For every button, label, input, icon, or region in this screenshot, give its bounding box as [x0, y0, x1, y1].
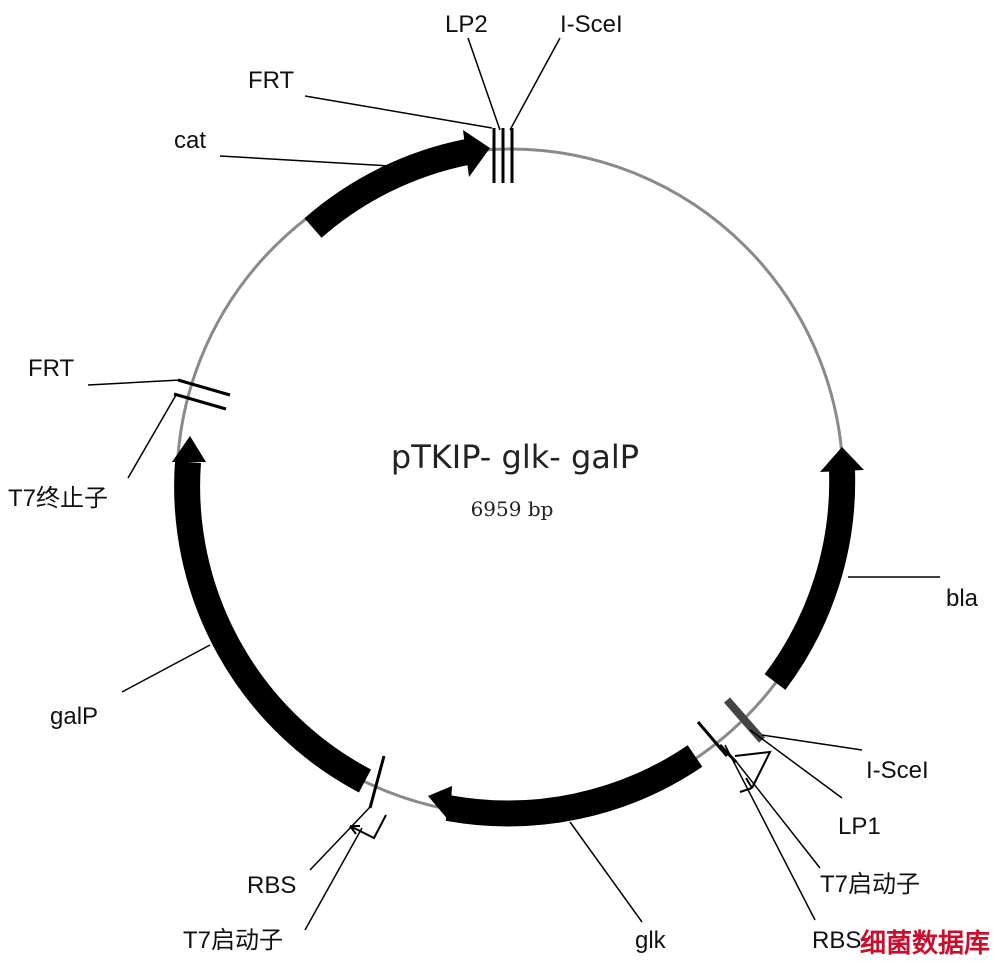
label-t7-promoter-right: T7启动子 [820, 871, 920, 898]
cat-arrowhead [463, 130, 490, 177]
label-rbs-left: RBS [247, 872, 296, 899]
bottom-left-site-markers [349, 755, 387, 840]
bla-gene [764, 469, 856, 690]
label-iscei-top: I-SceI [560, 11, 623, 38]
plasmid-name: pTKIP- glk- galP [391, 438, 639, 476]
galp-gene [174, 461, 372, 793]
label-frt-left: FRT [28, 355, 75, 382]
glk-gene [445, 745, 703, 827]
galp-arrowhead [172, 436, 206, 462]
label-t7-promoter-left: T7启动子 [183, 927, 283, 954]
top-site-markers [492, 128, 514, 183]
label-bla: bla [946, 585, 979, 612]
label-rbs-right: RBS [812, 927, 861, 954]
label-lp1: LP1 [838, 813, 881, 840]
label-frt-top: FRT [248, 67, 295, 94]
left-site-markers [173, 378, 231, 411]
plasmid-size: 6959 bp [471, 497, 554, 521]
label-galp: galP [50, 703, 98, 730]
label-glk: glk [635, 927, 667, 954]
t7-promoter-left-symbol [349, 814, 387, 840]
t7-promoter-right-symbol [734, 750, 772, 789]
glk-arrowhead [428, 786, 452, 822]
leader-lines [87, 37, 940, 931]
bla-arrowhead [820, 447, 864, 472]
right-site-markers [696, 697, 772, 793]
label-lp2: LP2 [445, 11, 488, 38]
label-t7-terminator: T7终止子 [8, 485, 108, 512]
cat-gene [304, 139, 470, 238]
label-iscei-right: I-SceI [866, 757, 929, 784]
label-cat: cat [174, 127, 206, 154]
watermark: 细菌数据库 [860, 928, 990, 959]
